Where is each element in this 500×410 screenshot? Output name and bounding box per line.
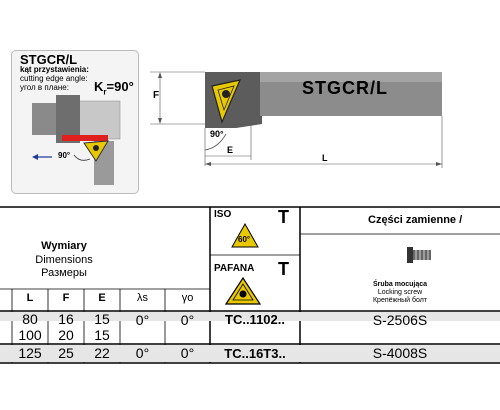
cut-area	[62, 135, 108, 141]
pafana-label: PAFANA	[214, 263, 255, 274]
l-arrow-left	[205, 162, 211, 166]
row2-screw: S-4008S	[372, 345, 428, 361]
iso-angle: 60°	[238, 235, 251, 244]
row2-lambda: 0°	[135, 345, 150, 361]
row1-F-1: 16	[58, 311, 74, 327]
screw-label-pl: Śruba mocująca	[372, 281, 428, 288]
insert-hole	[222, 90, 230, 98]
parts-title: Części zamienne /	[368, 214, 463, 226]
row1-L-2: 100	[18, 327, 42, 343]
col-header-F: F	[62, 292, 70, 304]
row1-screw: S-2506S	[372, 312, 428, 328]
iso-insert-icon	[231, 222, 259, 248]
screw-icon	[407, 247, 431, 263]
screw-label-en: Locking screw	[377, 289, 423, 296]
feed-arrow-head	[32, 154, 38, 160]
kr-value: =90°	[106, 79, 134, 94]
row-1-shade	[0, 312, 500, 321]
inset-line-pl: kąt przystawienia:	[20, 65, 89, 74]
row2-insert: TC..16T3..	[224, 346, 286, 361]
inset-kr-formula: Kr=90°	[94, 79, 134, 97]
pafana-insert-hole	[239, 290, 247, 298]
dim-E-label: E	[227, 145, 234, 155]
row2-E: 22	[94, 345, 110, 361]
kr-symbol: K	[94, 79, 104, 94]
insert-triangle	[211, 79, 242, 124]
pafana-insert-inner	[232, 283, 254, 301]
row-3-shade	[0, 345, 500, 362]
inset-panel: STGCR/L kąt przystawienia: cutting edge …	[11, 50, 139, 194]
tool-code: STGCR/L	[302, 78, 388, 98]
col-header-L: L	[26, 292, 34, 304]
row1-gamma: 0°	[180, 312, 195, 328]
row1-lambda: 0°	[135, 312, 150, 328]
iso-label: ISO	[214, 209, 232, 220]
row1-L-1: 80	[22, 311, 38, 327]
inset-illustration	[32, 95, 121, 185]
row1-E-2: 15	[94, 327, 110, 343]
f-arrow-bottom	[158, 118, 162, 124]
dims-title-ru: Размеры	[41, 267, 87, 279]
workpiece-shaft	[77, 100, 121, 140]
dims-title-pl: Wymiary	[41, 240, 87, 252]
inset-angle-arc	[73, 154, 91, 161]
col-header-gamma: γo	[181, 292, 194, 304]
inset-line-ru: угол в плане:	[20, 83, 69, 92]
pafana-type: T	[278, 259, 289, 279]
inset-insert-hole	[93, 145, 99, 151]
iso-type: T	[278, 207, 289, 227]
dims-title-en: Dimensions	[35, 254, 93, 266]
col-header-lambda: λs	[137, 292, 148, 304]
inset-line-en: cutting edge angle:	[20, 74, 88, 83]
tool-shank-highlight	[260, 72, 442, 82]
dim-L-label: L	[322, 153, 328, 163]
row1-E-1: 15	[94, 311, 110, 327]
drawing-angle-label: 90°	[210, 129, 224, 139]
angle-arc	[204, 133, 227, 151]
row2-gamma: 0°	[180, 345, 195, 361]
row1-F-2: 20	[58, 327, 74, 343]
inset-title: STGCR/L	[20, 52, 78, 67]
insert-inner	[217, 85, 235, 112]
dim-F-label: F	[153, 90, 160, 101]
tool-drawing	[150, 71, 443, 168]
col-header-E: E	[98, 292, 106, 304]
inset-angle-label: 90°	[58, 151, 71, 160]
screw-label-ru: Крепёжный болт	[372, 297, 428, 304]
row2-F: 25	[58, 345, 74, 361]
row2-L: 125	[18, 345, 42, 361]
l-arrow-right	[436, 162, 442, 166]
f-arrow-top	[158, 72, 162, 78]
row1-insert: TC..1102..	[225, 312, 285, 327]
kr-subscript: r	[103, 87, 107, 97]
